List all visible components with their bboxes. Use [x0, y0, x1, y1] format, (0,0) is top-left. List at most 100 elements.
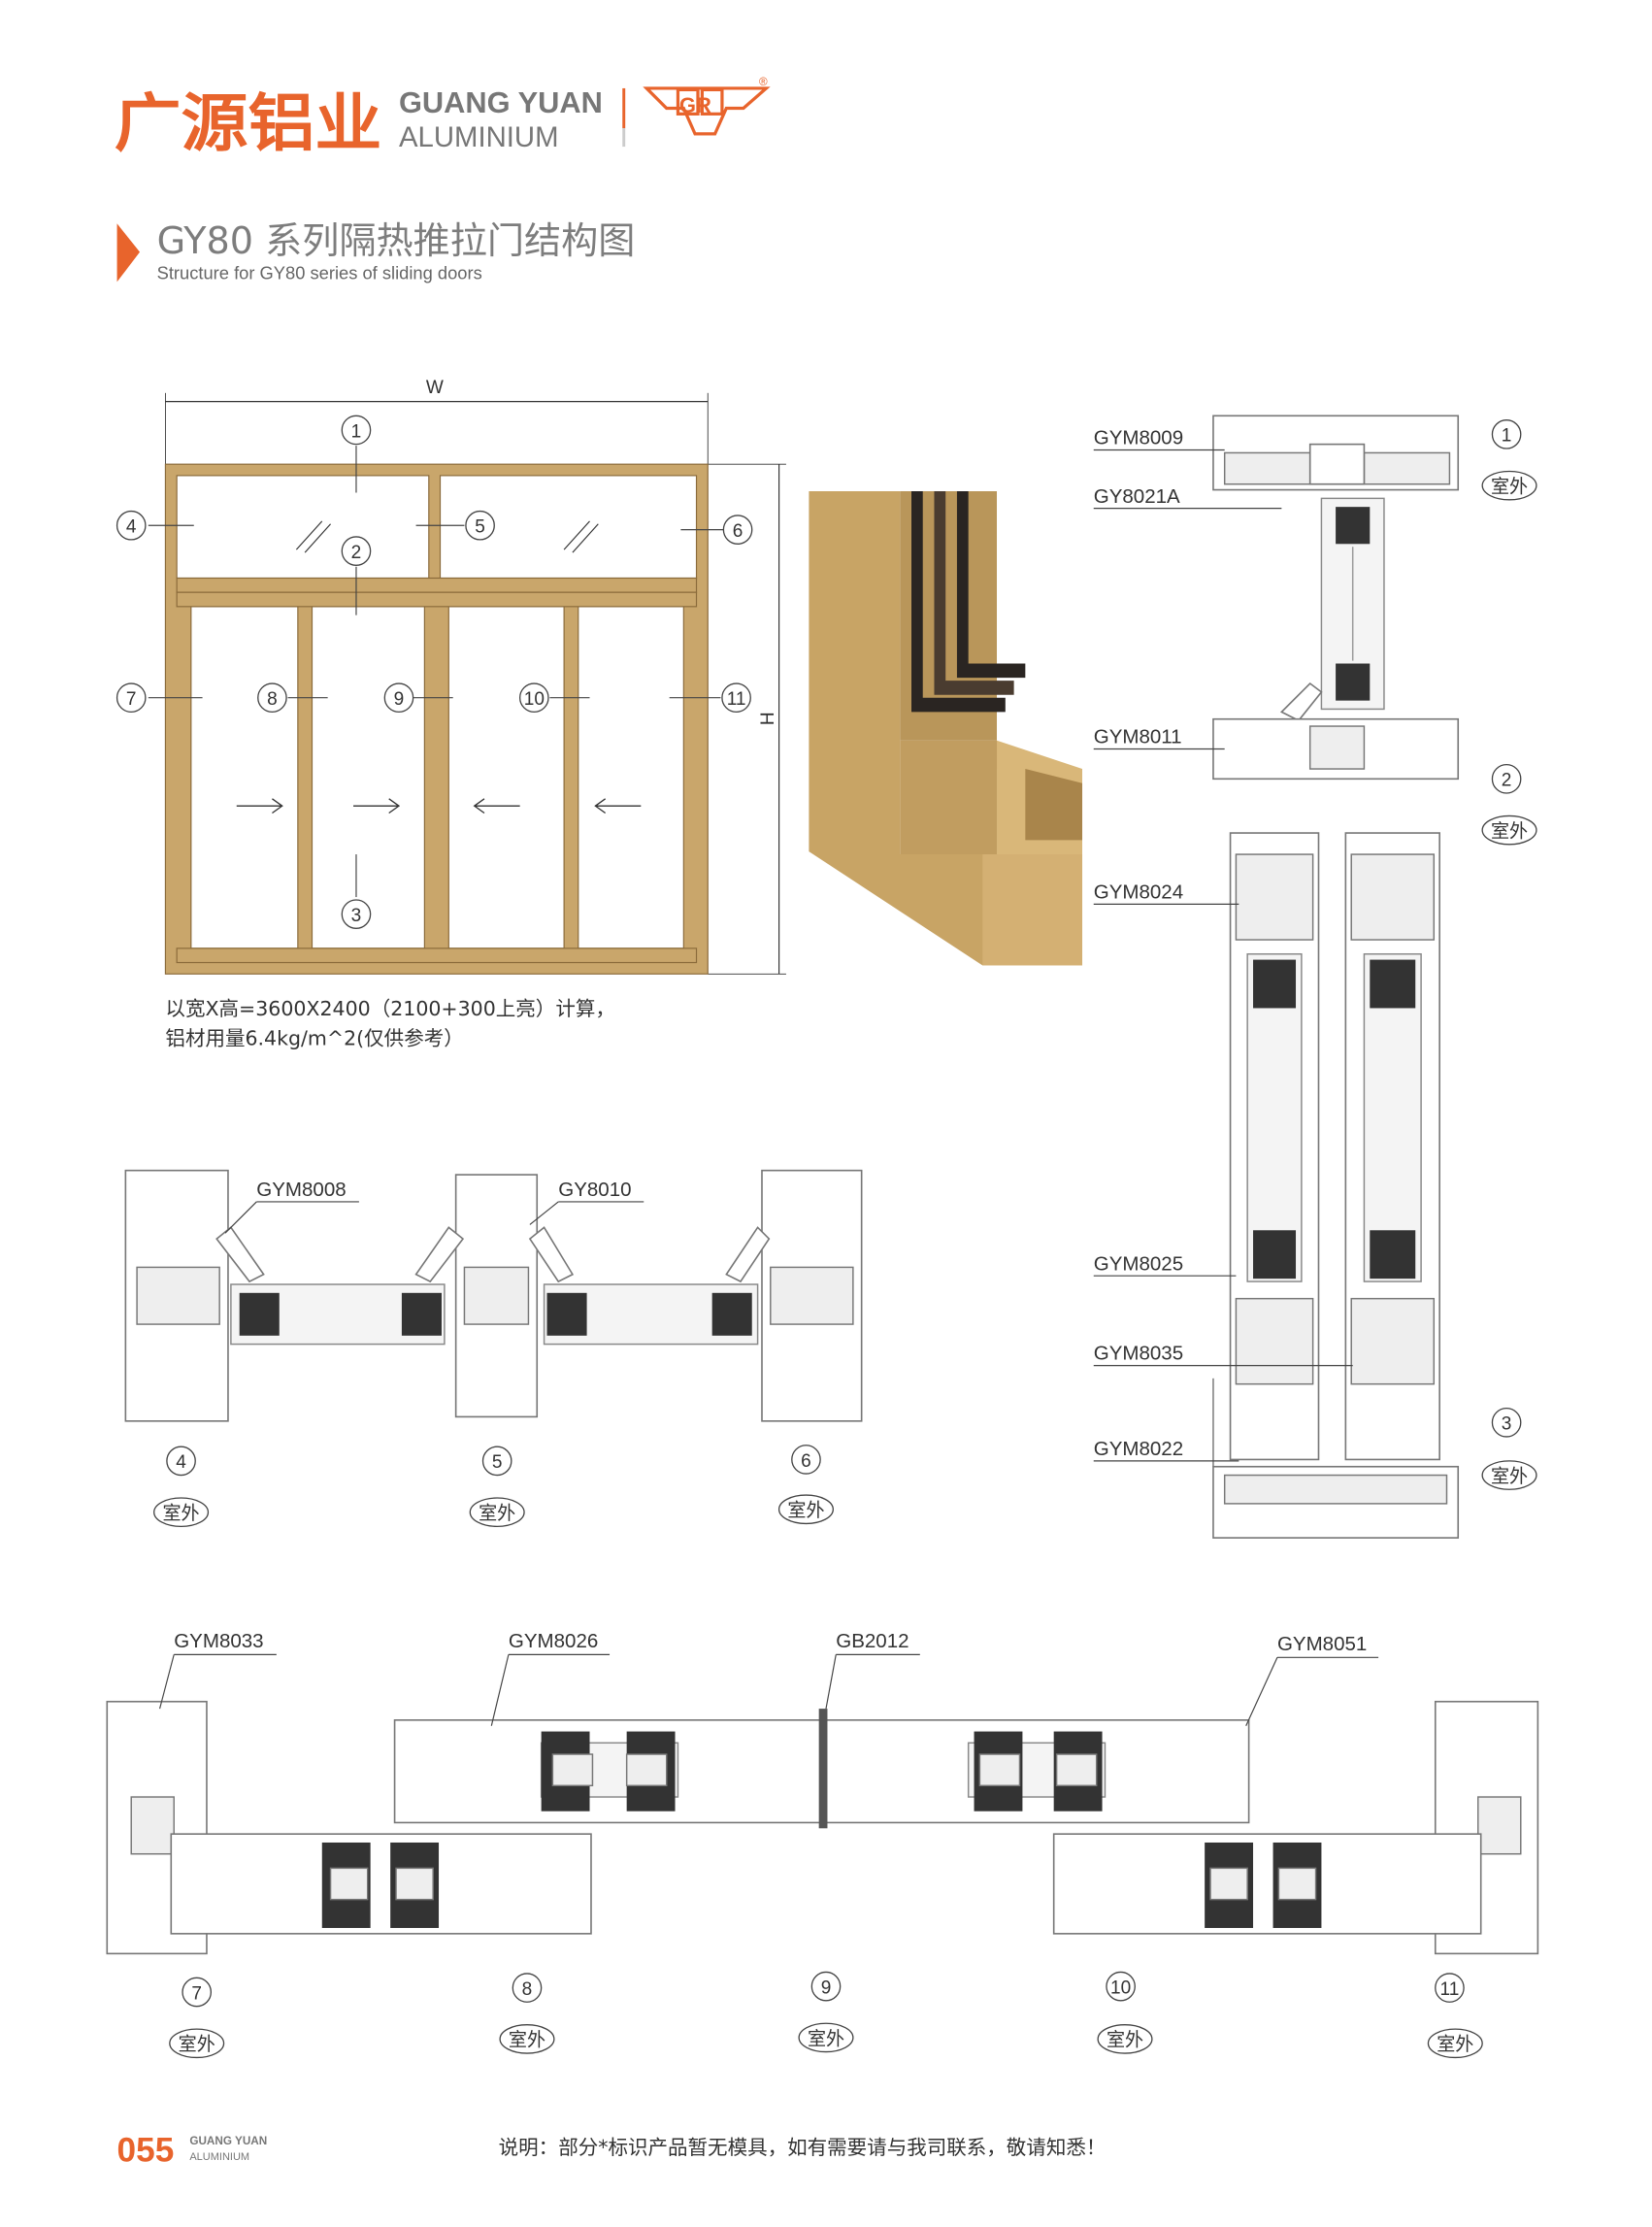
callout-5: 5 [465, 510, 495, 541]
svg-text:室外: 室外 [163, 1503, 200, 1524]
svg-text:3: 3 [1502, 1414, 1512, 1435]
svg-text:6: 6 [801, 1451, 811, 1472]
footer-note: 说明：部分*标识产品暂无模具，如有需要请与我司联系，敬请知悉！ [499, 2136, 1107, 2159]
label-gym8035: GYM8035 [1094, 1343, 1183, 1365]
gr-emblem-icon: GR [643, 86, 771, 136]
footer: 055 GUANG YUAN ALUMINIUM 说明：部分*标识产品暂无模具，… [117, 2132, 1107, 2170]
registered-mark: ® [759, 76, 768, 88]
svg-text:11: 11 [1440, 1979, 1460, 2000]
page-title: GY80 系列隔热推拉门结构图 [157, 219, 636, 262]
vs-callout-1: 1 [1491, 419, 1522, 449]
svg-text:2: 2 [351, 543, 362, 563]
svg-text:5: 5 [492, 1452, 503, 1473]
bs-callout-11: 11 [1435, 1973, 1465, 2003]
mid-section: GYM8008 GY8010 4 5 6 室外 室外 室外 [124, 1169, 863, 1528]
svg-text:室外: 室外 [1437, 2034, 1473, 2055]
svg-text:室外: 室外 [479, 1503, 515, 1524]
svg-text:9: 9 [821, 1978, 832, 1998]
svg-text:11: 11 [727, 689, 746, 710]
width-label: W [426, 378, 444, 398]
svg-text:2: 2 [1502, 771, 1512, 791]
svg-text:5: 5 [475, 517, 485, 538]
material-note-line2: 铝材用量6.4kg/m^2(仅供参考） [165, 1027, 463, 1050]
title-marker-icon [116, 223, 141, 283]
svg-text:6: 6 [733, 521, 743, 542]
brand-name-cn: 广源铝业 [115, 88, 382, 161]
callout-8: 8 [257, 682, 287, 714]
callout-2: 2 [341, 536, 372, 566]
svg-text:4: 4 [176, 1452, 186, 1473]
svg-text:室外: 室外 [1107, 2030, 1143, 2051]
slide-arrows [236, 798, 642, 814]
svg-text:3: 3 [351, 906, 362, 926]
callout-9: 9 [383, 682, 414, 714]
outside-badge: 室外 [499, 2024, 555, 2054]
footer-brand-1: GUANG YUAN [189, 2135, 267, 2147]
outside-badge: 室外 [169, 2028, 225, 2059]
bottom-section: GYM8033 GYM8026 GB2012 GYM8051 7 8 9 10 … [106, 1630, 1539, 2059]
outside-badge: 室外 [1097, 2024, 1153, 2054]
svg-text:8: 8 [522, 1979, 533, 2000]
outside-badge: 室外 [153, 1497, 210, 1528]
label-gy8021a: GY8021A [1094, 485, 1180, 508]
outside-badge: 室外 [777, 1494, 834, 1525]
footer-brand-2: ALUMINIUM [189, 2151, 249, 2163]
svg-text:室外: 室外 [1491, 476, 1528, 497]
bs-callout-9: 9 [810, 1971, 842, 2002]
svg-text:10: 10 [524, 689, 545, 710]
svg-text:室外: 室外 [787, 1500, 824, 1521]
label-gym8011: GYM8011 [1094, 726, 1182, 748]
height-label: H [756, 712, 776, 725]
svg-text:室外: 室外 [1491, 1466, 1528, 1487]
callout-11: 11 [721, 682, 751, 714]
callout-1: 1 [341, 415, 372, 446]
label-gym8033: GYM8033 [174, 1630, 263, 1652]
svg-text:1: 1 [1502, 426, 1512, 447]
label-gym8008: GYM8008 [256, 1179, 346, 1201]
page-number: 055 [117, 2132, 175, 2170]
label-gy8010: GY8010 [558, 1179, 631, 1201]
brand-name-en-1: GUANG YUAN [399, 85, 603, 119]
page-subtitle: Structure for GY80 series of sliding doo… [157, 262, 482, 283]
svg-text:7: 7 [126, 689, 137, 710]
svg-text:10: 10 [1110, 1978, 1131, 1998]
svg-text:室外: 室外 [1491, 820, 1528, 842]
outside-badge: 室外 [1481, 470, 1537, 501]
svg-text:4: 4 [126, 517, 137, 538]
svg-text:9: 9 [394, 689, 405, 710]
elevation-callouts: 1 2 3 4 5 6 7 8 9 10 11 [116, 415, 753, 929]
callout-7: 7 [116, 682, 147, 714]
outside-badge: 室外 [1481, 1460, 1537, 1490]
svg-text:室外: 室外 [179, 2034, 215, 2055]
label-gym8009: GYM8009 [1094, 427, 1183, 449]
bs-callout-8: 8 [512, 1973, 543, 2003]
brand-name-en-2: ALUMINIUM [399, 121, 559, 153]
logo-text: GR [679, 93, 711, 117]
material-note-line1: 以宽X高=3600X2400（2100+300上亮）计算， [165, 997, 614, 1020]
brand-logo: 广源铝业 GUANG YUAN ALUMINIUM GR ® [115, 76, 771, 161]
svg-text:1: 1 [351, 421, 362, 442]
outside-badge: 室外 [1427, 2028, 1483, 2059]
outside-badge: 室外 [798, 2022, 854, 2053]
logo-divider [622, 87, 626, 129]
logo-divider-lower [622, 128, 626, 148]
label-gym8022: GYM8022 [1094, 1438, 1183, 1460]
vs-callout-3: 3 [1491, 1407, 1522, 1438]
label-gym8025: GYM8025 [1094, 1252, 1183, 1275]
callout-3: 3 [341, 899, 372, 929]
svg-text:8: 8 [267, 689, 278, 710]
callout-4: 4 [116, 510, 147, 541]
callout-6: 6 [722, 515, 753, 545]
callout-10: 10 [518, 682, 549, 714]
label-gym8051: GYM8051 [1277, 1633, 1367, 1655]
label-gym8024: GYM8024 [1094, 881, 1183, 904]
svg-text:室外: 室外 [509, 2030, 545, 2051]
label-gym8026: GYM8026 [509, 1630, 598, 1652]
svg-text:7: 7 [191, 1983, 202, 2004]
vertical-section: GYM8009 GY8021A GYM8011 GYM8024 GYM8025 … [1093, 415, 1537, 1539]
profile-3d-render [809, 491, 1083, 966]
bs-callout-7: 7 [182, 1977, 213, 2008]
door-elevation: W H [116, 378, 786, 1050]
outside-badge: 室外 [469, 1497, 525, 1528]
